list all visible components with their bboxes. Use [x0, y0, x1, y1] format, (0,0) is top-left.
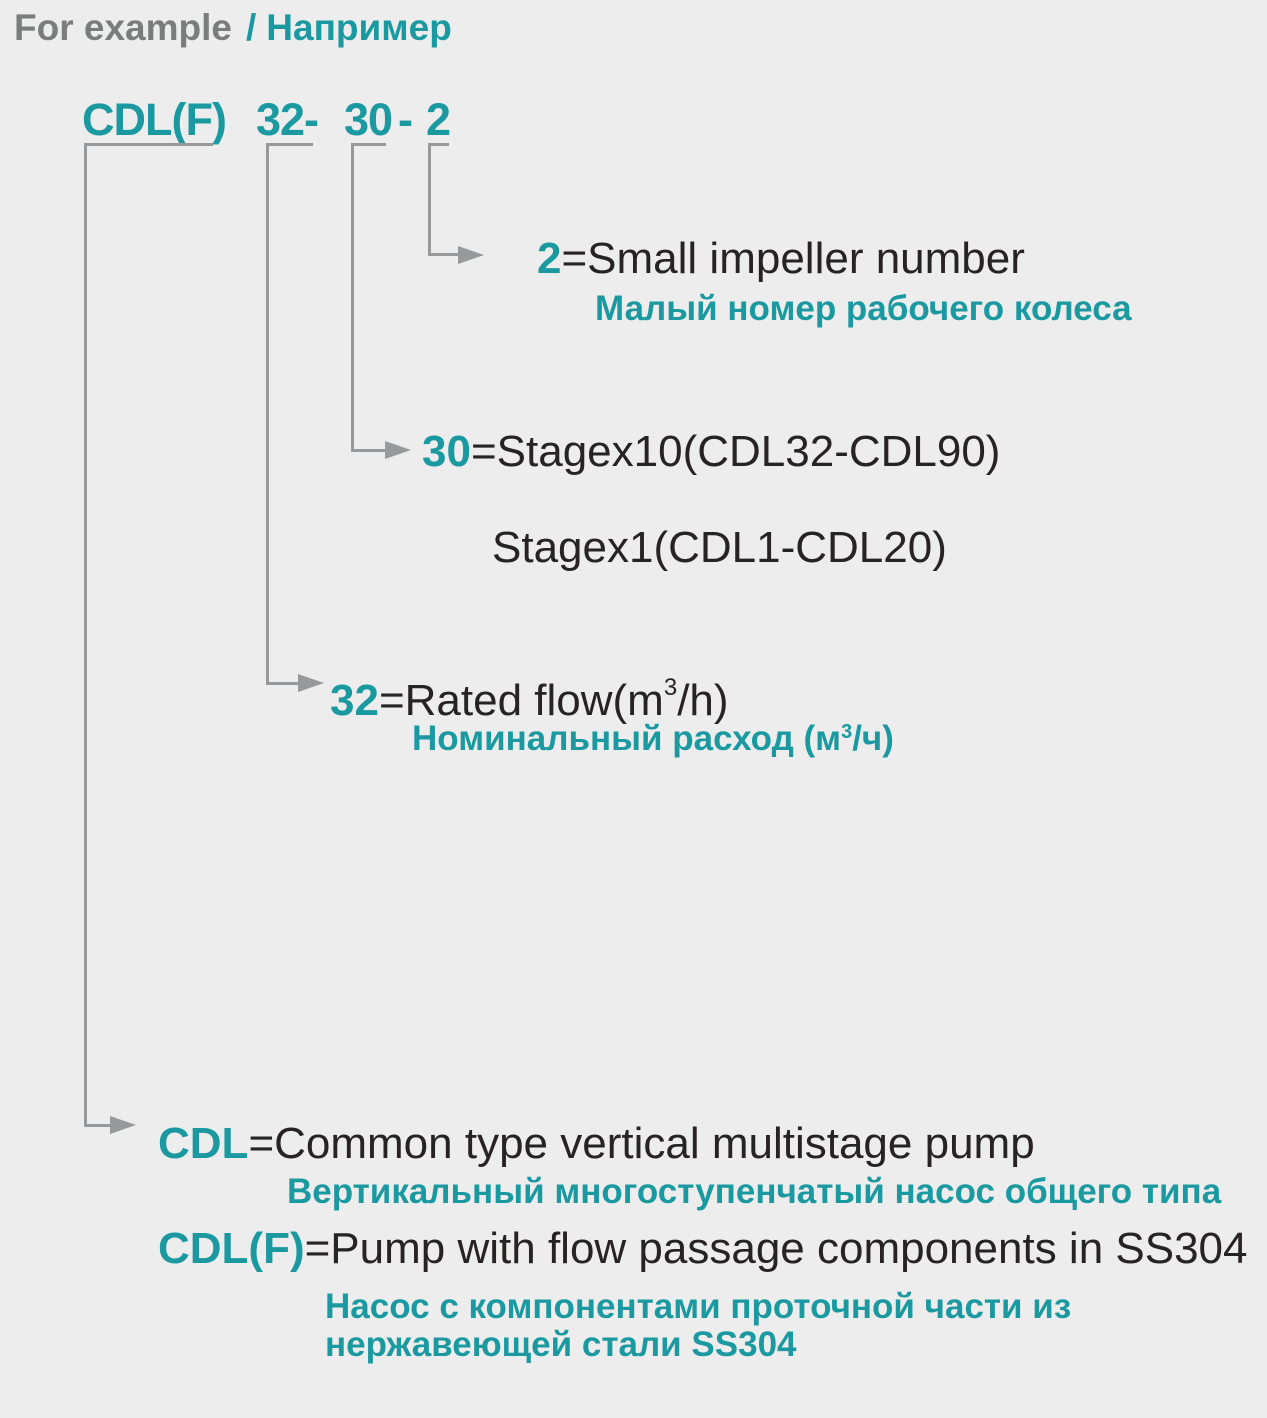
page-title: For example /Например [14, 9, 452, 46]
impeller-arrow-shaft [428, 253, 460, 256]
stage-label: 30=Stagex10(CDL32-CDL90) [422, 430, 1000, 474]
impeller-arrowhead-icon [458, 246, 484, 264]
stage-text-en: =Stagex10(CDL32-CDL90) [470, 427, 1001, 476]
series-arrow-shaft [84, 1124, 112, 1127]
stage-arrow-shaft [351, 449, 387, 452]
stage-vertical-line [351, 143, 354, 452]
impeller-label-ru: Малый номер рабочего колеса [595, 289, 1132, 328]
impeller-vertical-line [428, 143, 431, 256]
stage-key: 30 [422, 427, 471, 476]
series-vertical-line [84, 143, 87, 1127]
cdlf-label-ru-line1: Насос с компонентами проточной части из [325, 1287, 1072, 1326]
flow-underline [266, 143, 313, 146]
flow-text-ru-post: /ч) [852, 719, 894, 758]
flow-vertical-line [266, 143, 269, 685]
flow-superscript-ru: 3 [841, 721, 853, 743]
flow-text-ru-pre: Номинальный расход (м [412, 719, 842, 758]
stage-label-line2: Stagex1(CDL1-CDL20) [492, 523, 947, 572]
code-impeller: 2 [426, 94, 451, 145]
series-arrowhead-icon [110, 1116, 136, 1134]
flow-superscript-en: 3 [663, 674, 678, 701]
cdl-label: CDL=Common type vertical multistage pump [158, 1122, 1035, 1166]
stage-arrowhead-icon [385, 441, 411, 459]
flow-text-en-pre: =Rated flow(m [378, 676, 664, 725]
cdlf-label: CDL(F)=Pump with flow passage components… [158, 1227, 1248, 1271]
code-flow: 32- [256, 94, 319, 145]
title-separator: / [245, 7, 257, 48]
cdlf-label-ru-line2: нержавеющей стали SS304 [325, 1325, 797, 1364]
cdlf-key: CDL(F) [158, 1224, 305, 1273]
cdl-label-ru: Вертикальный многоступенчатый насос обще… [287, 1172, 1222, 1211]
flow-label-ru: Номинальный расход (м3/ч) [412, 721, 894, 756]
cdlf-text-en: =Pump with flow passage components in SS… [304, 1224, 1248, 1273]
flow-arrow-shaft [266, 682, 300, 685]
series-underline [84, 143, 213, 146]
code-series: CDL(F) [82, 94, 227, 145]
code-stage: 30 [344, 94, 393, 145]
code-dash: - [398, 94, 413, 145]
impeller-key: 2 [537, 234, 562, 283]
flow-label: 32=Rated flow(m3/h) [330, 676, 729, 725]
stage-underline [351, 143, 386, 146]
cdl-key: CDL [158, 1119, 249, 1168]
cdl-text-en: =Common type vertical multistage pump [248, 1119, 1035, 1168]
flow-key: 32 [330, 676, 379, 725]
impeller-underline [428, 143, 449, 146]
impeller-text-en: =Small impeller number [561, 234, 1025, 283]
impeller-label: 2=Small impeller number [537, 237, 1025, 281]
title-english: For example [14, 7, 232, 48]
title-russian: Например [266, 7, 452, 48]
flow-arrowhead-icon [298, 674, 324, 692]
flow-text-en-post: /h) [677, 676, 729, 725]
